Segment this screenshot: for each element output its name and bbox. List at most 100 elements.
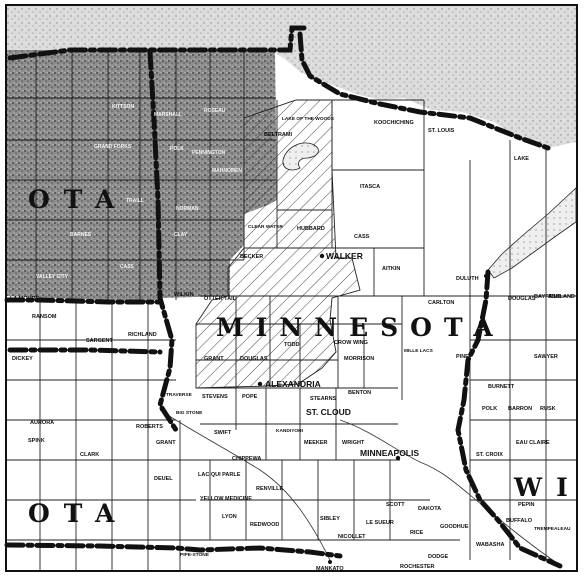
county-redwood: REDWOOD [250, 522, 279, 528]
mankato-dot [328, 560, 332, 564]
county-nicollet: NICOLLET [338, 534, 366, 540]
county-meeker: MEEKER [304, 440, 328, 446]
county-clay: CLAY [174, 232, 188, 238]
county-morrison: MORRISON [344, 356, 374, 362]
county-goodhue: GOODHUE [440, 524, 469, 530]
city-valley-city: VALLEY CITY [36, 274, 69, 280]
county-itasca: ITASCA [360, 184, 380, 190]
red-lake [282, 142, 319, 171]
county-st-croix: ST. CROIX [476, 452, 503, 458]
county-polk: POLK [482, 406, 497, 412]
alexandria-dot [257, 381, 263, 387]
walker-dot [319, 253, 325, 259]
county-grant: GRANT [204, 356, 224, 362]
county-buffalo: BUFFALO [506, 518, 533, 524]
county-otter-tail: OTTER TAIL [204, 296, 237, 302]
county-grand-forks: GRAND FORKS [94, 144, 132, 150]
county-lac-qui-parle: LAC QUI PARLE [198, 472, 241, 478]
county-mille-lacs: MILLE LACS [404, 348, 434, 354]
county-pipestone: PIPE-STONE [180, 552, 210, 558]
county-marshall: MARSHALL [154, 112, 182, 118]
county-beltrami: BELTRAMI [264, 132, 292, 138]
county-koochiching: KOOCHICHING [374, 120, 414, 126]
county-wabasha: WABASHA [476, 542, 504, 548]
county-ashland: ASHLAND [548, 294, 575, 300]
county-renville: RENVILLE [256, 486, 284, 492]
county-barron: BARRON [508, 406, 532, 412]
city-eau-claire: EAU CLAIRE [516, 440, 550, 446]
county-st-louis: ST. LOUIS [428, 128, 455, 134]
state-label-dakota-south: OTA [28, 499, 128, 528]
county-wright: WRIGHT [342, 440, 365, 446]
county-scott: SCOTT [386, 502, 405, 508]
county-deuel: DEUEL [154, 476, 173, 482]
county-kandiyohi: KANDIYOHI [276, 428, 304, 434]
county-grant-sd: GRANT [156, 440, 176, 446]
county-cass: CASS [354, 234, 370, 240]
state-boundaries [4, 25, 563, 569]
county-todd: TODD [284, 342, 300, 348]
county-carlton: CARLTON [428, 300, 454, 306]
county-wilkin: WILKIN [174, 292, 194, 298]
county-cass-nd: CASS [120, 264, 135, 270]
county-pine: PINE [456, 354, 469, 360]
county-sargent: SARGENT [86, 338, 114, 344]
county-spink: SPINK [28, 438, 45, 444]
state-label-wisconsin: WI [513, 473, 582, 502]
county-boundaries [7, 50, 576, 570]
county-traill: TRAILL [126, 198, 144, 204]
county-pennington: PENNINGTON [192, 150, 226, 156]
state-label-dakota-west: OTA [28, 185, 128, 214]
minneapolis-dot [395, 455, 401, 461]
county-pope: POPE [242, 394, 258, 400]
county-dickey: DICKEY [12, 356, 33, 362]
city-rochester: ROCHESTER [400, 564, 435, 570]
county-benton: BENTON [348, 390, 371, 396]
county-roberts: ROBERTS [136, 424, 163, 430]
county-labels: LAKE OF THE WOODS KOOCHICHING ST. LOUIS … [10, 104, 575, 560]
county-barnes: BARNES [70, 232, 92, 238]
county-sawyer: SAWYER [534, 354, 558, 360]
county-rice: RICE [410, 530, 423, 536]
state-label-minnesota: MINNESOTA [216, 313, 505, 342]
county-clearwater: CLEAR WATER [248, 224, 283, 230]
county-big-stone: BIG STONE [176, 410, 203, 416]
county-crow-wing: CROW WING [334, 340, 368, 346]
county-sibley: SIBLEY [320, 516, 340, 522]
city-minneapolis: MINNEAPOLIS [360, 448, 419, 458]
county-dodge: DODGE [428, 554, 449, 560]
canada-region [7, 6, 576, 148]
county-roseau: ROSEAU [204, 108, 226, 114]
county-norman: NORMAN [176, 206, 199, 212]
county-polk-mn: POLK [170, 146, 184, 152]
county-richland: RICHLAND [128, 332, 157, 338]
county-hubbard: HUBBARD [297, 226, 325, 232]
city-walker: WALKER [326, 251, 363, 261]
county-stearns: STEARNS [310, 396, 337, 402]
county-aurora: AURORA [30, 420, 54, 426]
county-la-moure: LA MOURE [10, 296, 39, 302]
county-aitkin: AITKIN [382, 266, 400, 272]
county-rusk: RUSK [540, 406, 556, 412]
county-dakota: DAKOTA [418, 506, 441, 512]
county-douglas: DOUGLAS [240, 356, 268, 362]
city-st-cloud: ST. CLOUD [306, 407, 351, 417]
county-le-sueur: LE SUEUR [366, 520, 394, 526]
city-mankato: MANKATO [316, 566, 344, 572]
county-ransom: RANSOM [32, 314, 57, 320]
river [159, 409, 331, 561]
city-duluth: DULUTH [456, 276, 479, 282]
county-clark: CLARK [80, 452, 99, 458]
county-burnett: BURNETT [488, 384, 515, 390]
county-traverse: TRAVERSE [166, 392, 193, 398]
county-bayfield: BAYFIELD [534, 294, 561, 300]
county-lake-of-the-woods: LAKE OF THE WOODS [282, 116, 335, 122]
county-stevens: STEVENS [202, 394, 228, 400]
county-lake: LAKE [514, 156, 529, 162]
county-chippewa: CHIPPEWA [232, 456, 261, 462]
dakota-dark-region [7, 50, 277, 302]
county-becker: BECKER [240, 254, 263, 260]
county-mahnomen: MAHNOMEN [212, 168, 242, 174]
county-trempealeau: TREMPEALEAU [534, 526, 571, 532]
